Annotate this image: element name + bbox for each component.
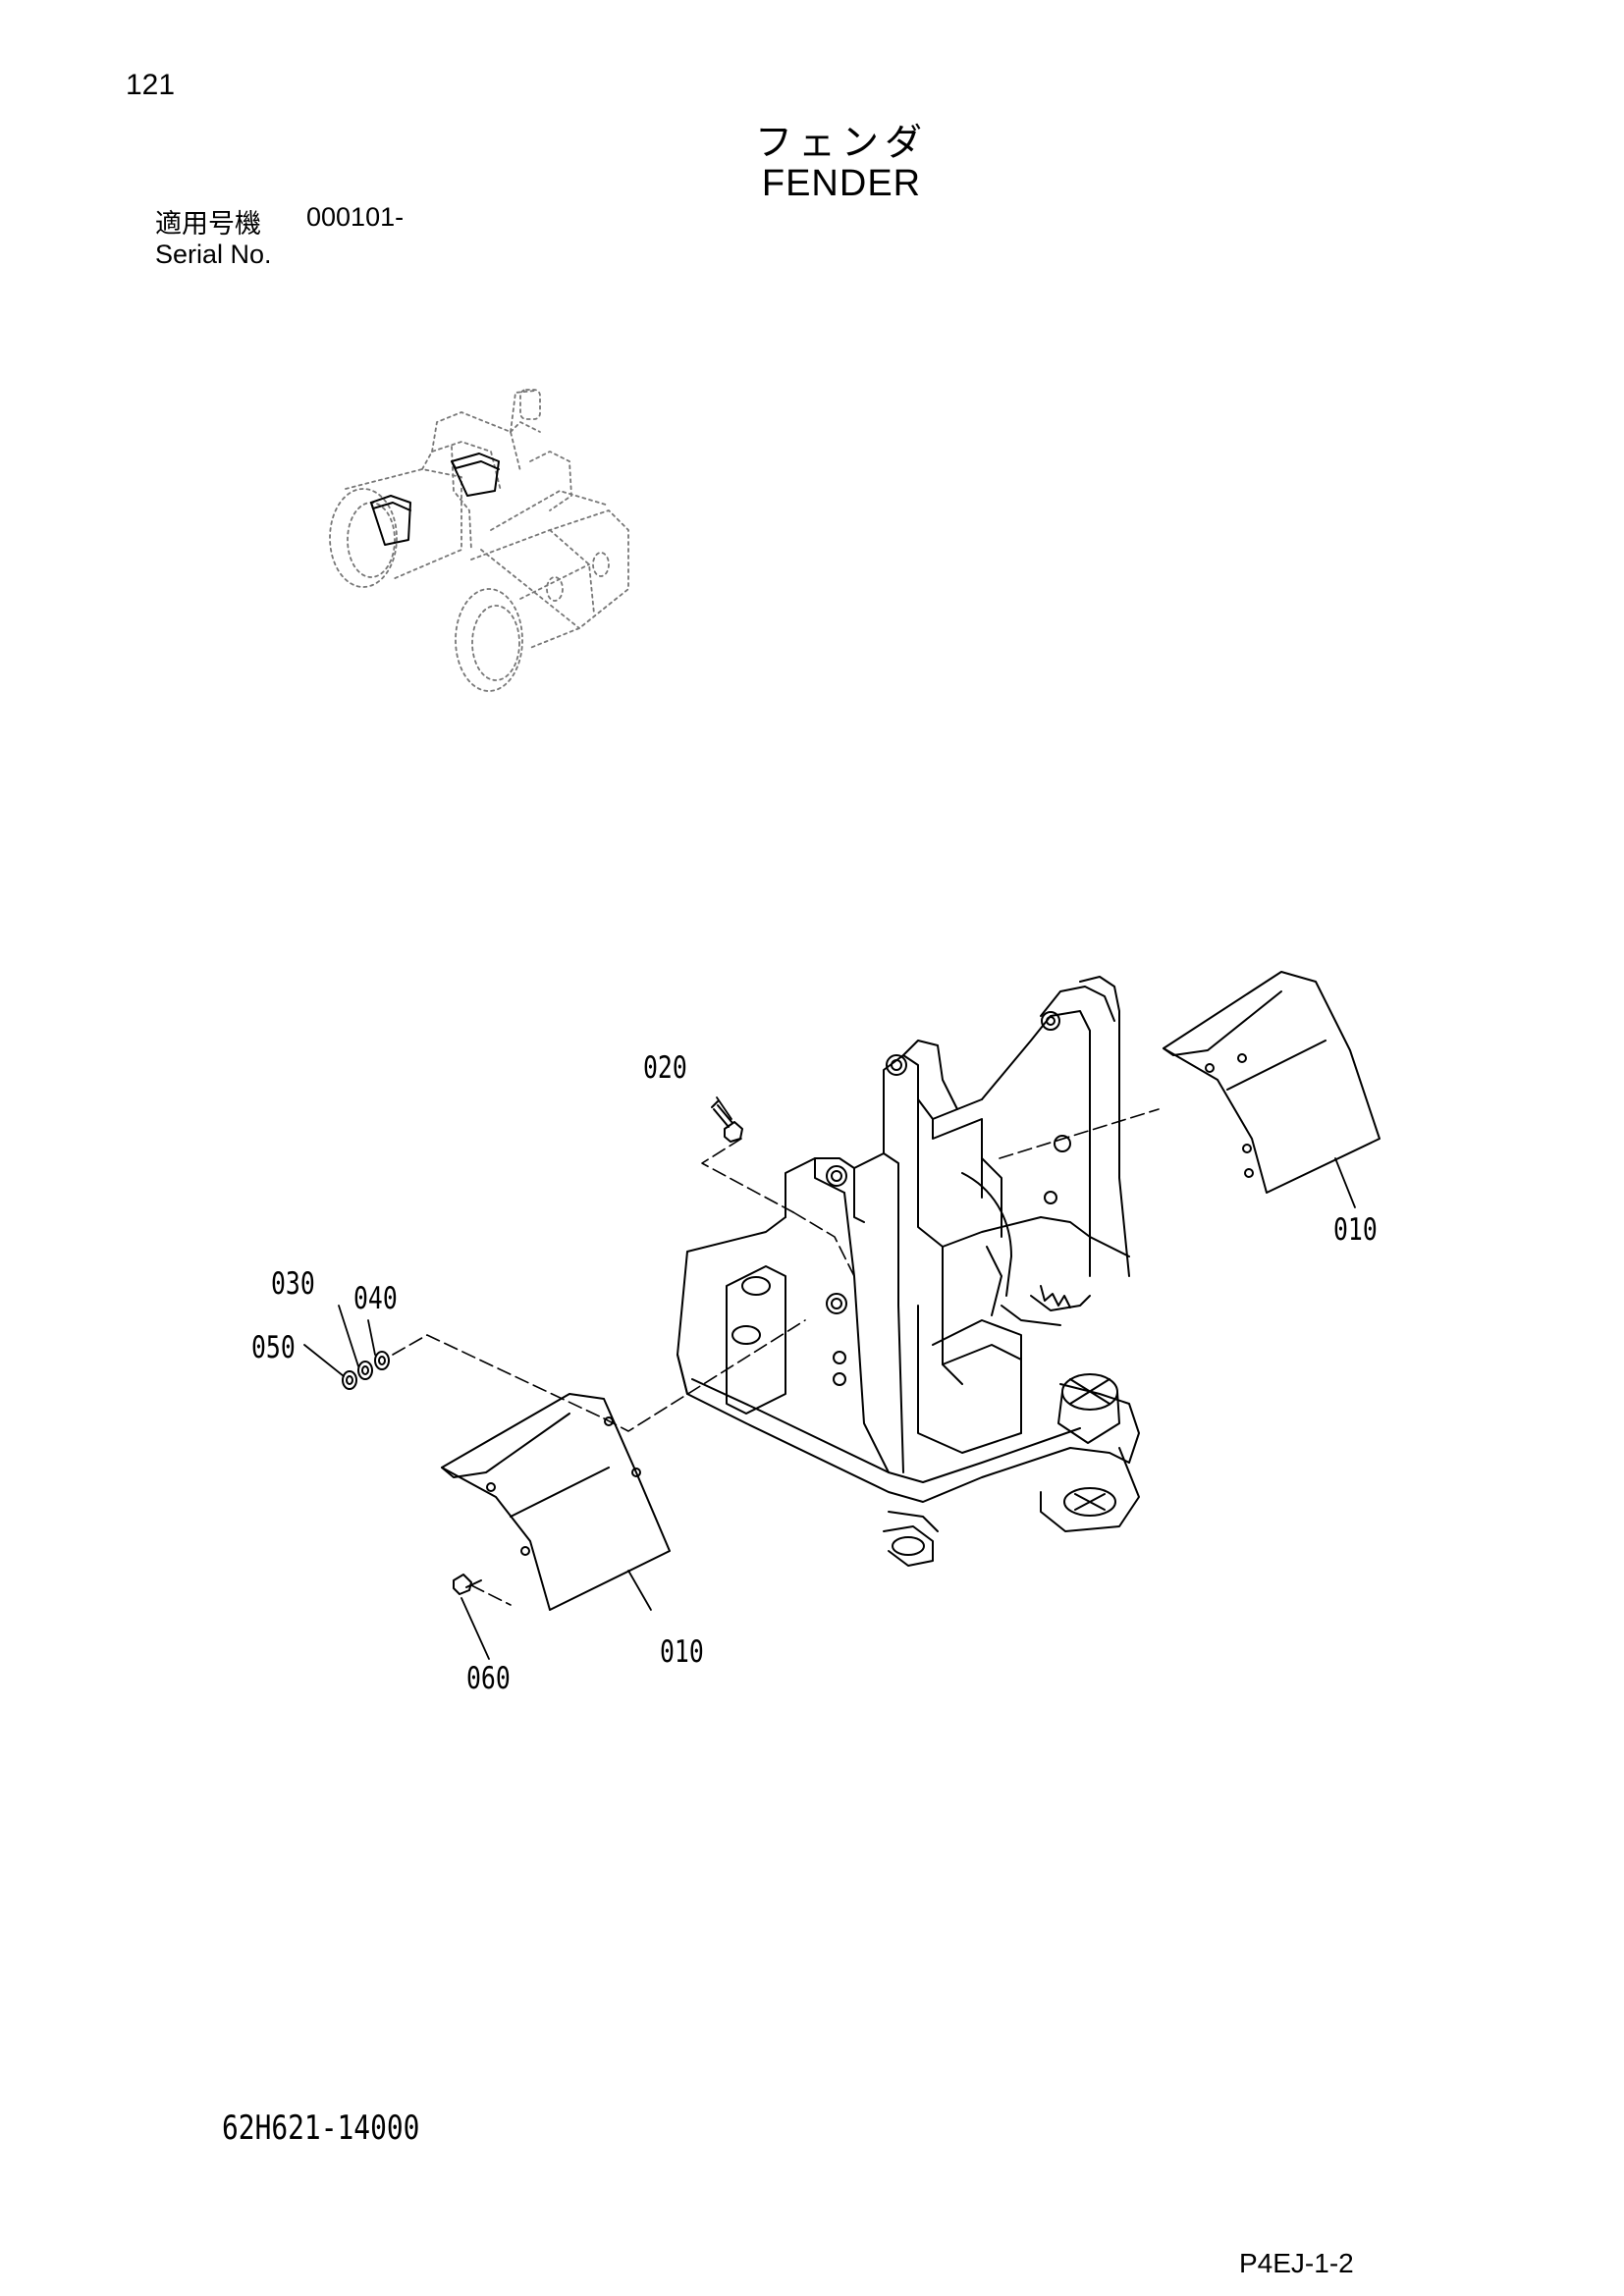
fender-left [441,1393,671,1611]
bolt-060 [453,1574,482,1595]
callout-020: 020 [643,1050,687,1086]
page-number: 121 [126,69,176,101]
hardware-030-040-050 [342,1351,390,1390]
bolt-020 [711,1100,743,1143]
page-reference: P4EJ-1-2 [1239,2248,1354,2278]
title-japanese: フェンダ [754,121,928,164]
overview-fender-highlights [370,453,500,546]
serial-label-japanese: 適用号機 [155,209,261,240]
callout-030: 030 [271,1266,315,1302]
assembly-lines [392,1108,1160,1606]
callout-040: 040 [353,1281,398,1316]
vehicle-overview [329,389,629,692]
callout-010-left: 010 [660,1634,704,1670]
drawing-number: 62H621-14000 [222,2109,420,2148]
fender-right [1163,971,1380,1194]
leader-lines [303,1096,1356,1660]
callout-010-right: 010 [1333,1212,1378,1248]
callout-050: 050 [251,1330,296,1365]
main-frame [677,976,1140,1567]
callout-060: 060 [466,1661,511,1696]
title-english: FENDER [761,163,922,204]
serial-label-english: Serial No. [155,240,272,269]
serial-value: 000101- [306,202,405,232]
